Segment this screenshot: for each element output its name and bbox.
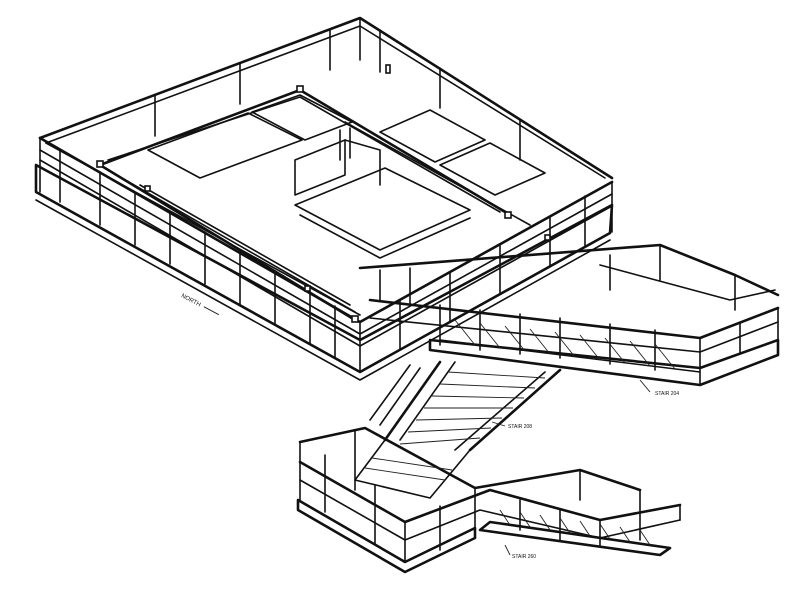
- lower-stair-deck: [478, 520, 672, 557]
- stair-label-lower: STAIR 260: [512, 554, 536, 560]
- upper-rail-posts: [39, 17, 613, 373]
- upper-deck-edge: [34, 163, 614, 374]
- lower-top-rail-front: [298, 460, 682, 524]
- north-arrow-line: [203, 306, 220, 316]
- leader-upper: [639, 379, 651, 393]
- middle-stair-treads: [454, 319, 676, 370]
- middle-top-rail-back: [358, 243, 780, 297]
- stair-label-upper: STAIR 204: [655, 391, 679, 397]
- grating-panel-4: [439, 142, 546, 196]
- upper-top-rail-front: [38, 136, 614, 324]
- grating-panel-3: [379, 109, 486, 163]
- central-stair-stringer-right: [468, 368, 562, 452]
- middle-rail-posts: [439, 244, 779, 371]
- upper-platform: [34, 16, 614, 381]
- hatch-guard: [294, 139, 346, 196]
- central-stair: STAIR 208: [369, 360, 562, 452]
- central-stair-treads: [399, 371, 546, 445]
- upper-beam-back: [98, 88, 512, 217]
- central-stair-stringer-left: [383, 360, 442, 442]
- leader-lower: [504, 544, 511, 556]
- stair-opening: [294, 167, 471, 251]
- leader-middle: [491, 421, 506, 427]
- north-indicator: NORTH: [180, 293, 220, 316]
- north-label: NORTH: [180, 293, 202, 308]
- grating-panel-2: [251, 94, 353, 141]
- lower-stair-treads: [499, 509, 651, 546]
- lower-landing: STAIR 260: [296, 426, 682, 574]
- grating-panel-1: [147, 112, 303, 179]
- upper-beam-left: [98, 163, 357, 322]
- middle-landing-deck: [428, 338, 780, 387]
- stair-label-middle: STAIR 208: [508, 424, 532, 430]
- beam-connections: [96, 64, 551, 323]
- middle-landing: STAIR 204: [358, 243, 780, 397]
